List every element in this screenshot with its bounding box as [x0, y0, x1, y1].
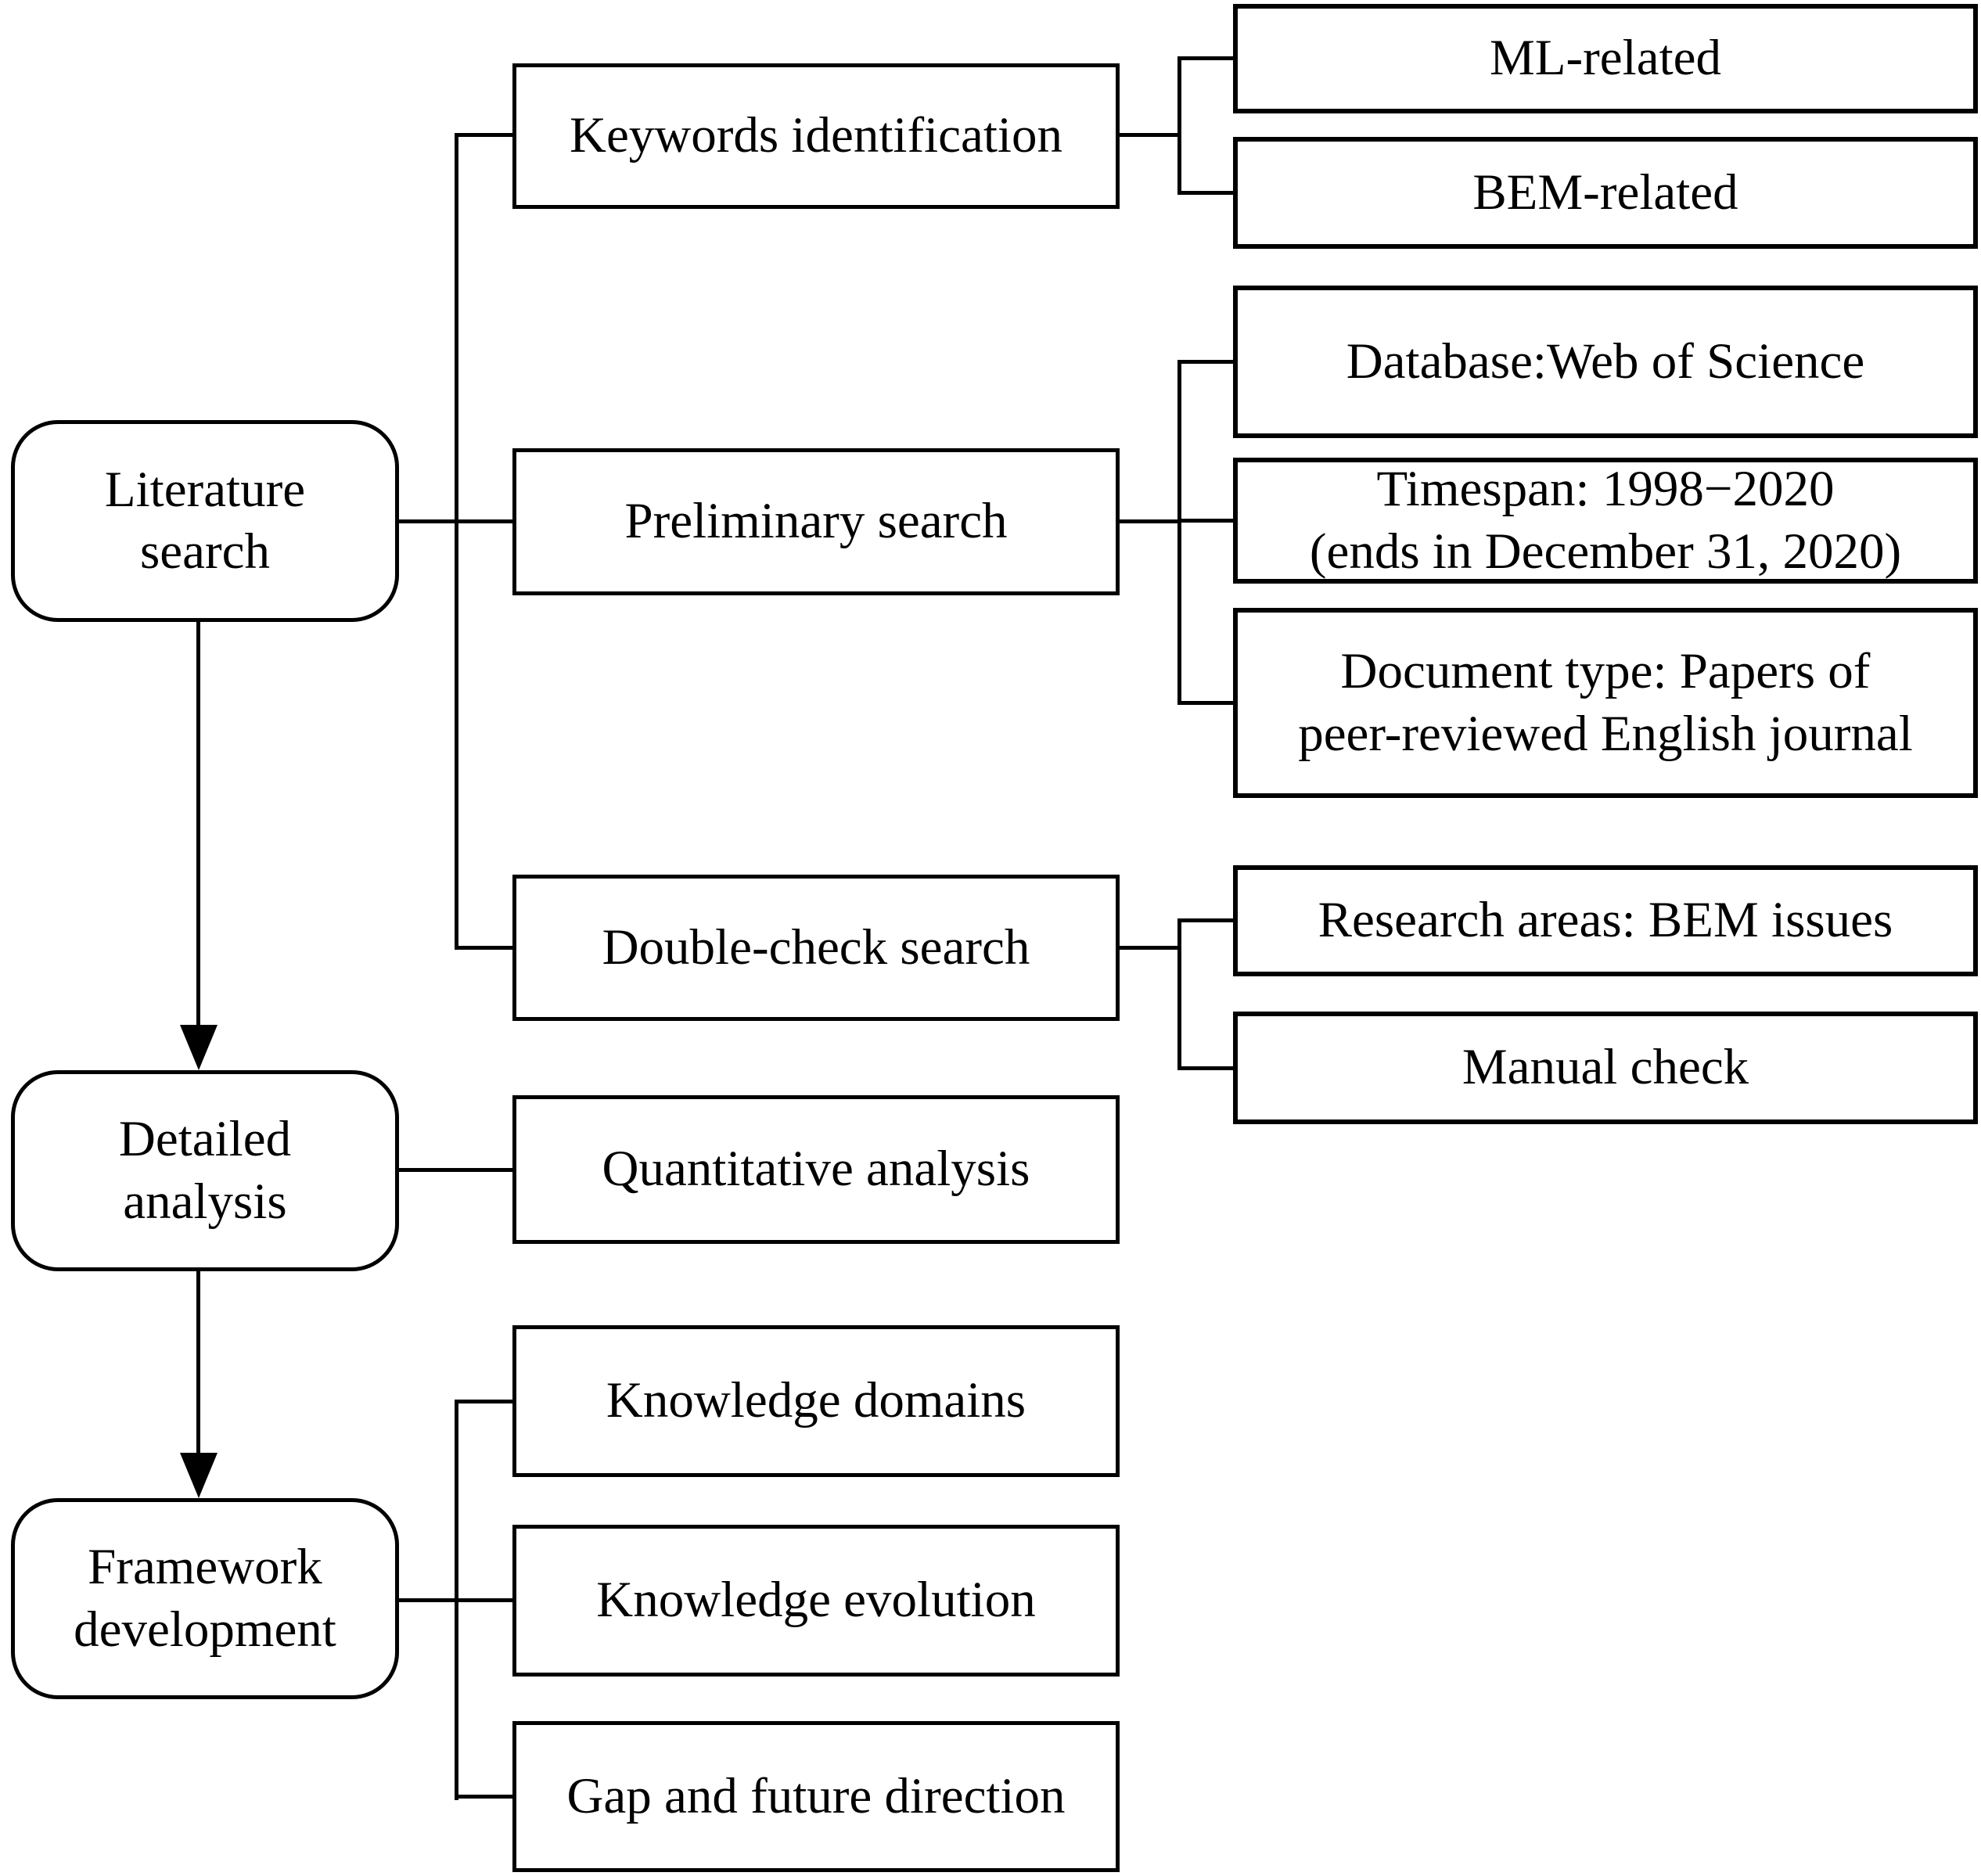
node-keywords-identification-label: Keywords identification [570, 107, 1062, 164]
node-preliminary-search: Preliminary search [512, 448, 1120, 595]
node-timespan-label: Timespan: 1998−2020 (ends in December 31… [1309, 461, 1902, 580]
node-gap-and-future-direction-label: Gap and future direction [566, 1767, 1066, 1824]
connector-bracket-to-manual-check [1177, 1066, 1233, 1070]
node-bem-related: BEM-related [1233, 137, 1978, 249]
node-ml-related-label: ML-related [1490, 30, 1721, 87]
arrow-down-icon [180, 1025, 218, 1070]
node-ml-related: ML-related [1233, 4, 1978, 113]
node-bem-related-label: BEM-related [1472, 164, 1738, 221]
node-literature-search-label: Literature search [104, 461, 306, 580]
connector-bracket-to-knowledge-domains [455, 1400, 512, 1403]
node-research-areas-label: Research areas: BEM issues [1318, 892, 1893, 949]
node-double-check-search-label: Double-check search [602, 918, 1030, 976]
connector-preliminary-to-bracket [1120, 519, 1180, 523]
node-manual-check: Manual check [1233, 1012, 1978, 1124]
arrow-literature-to-detailed-line [196, 622, 200, 1033]
node-detailed-analysis-label: Detailed analysis [118, 1111, 292, 1230]
node-database-web-of-science-label: Database:Web of Science [1346, 332, 1865, 390]
node-quantitative-analysis-label: Quantitative analysis [602, 1141, 1030, 1198]
connector-bracket-to-timespan [1177, 519, 1233, 523]
bracket-double-check-children [1177, 918, 1181, 1070]
node-knowledge-evolution: Knowledge evolution [512, 1525, 1120, 1677]
node-knowledge-domains-label: Knowledge domains [606, 1372, 1026, 1429]
node-double-check-search: Double-check search [512, 875, 1120, 1021]
bracket-framework-children [455, 1400, 458, 1800]
connector-bracket-to-research-areas [1177, 918, 1233, 922]
node-detailed-analysis: Detailed analysis [11, 1070, 399, 1271]
node-preliminary-search-label: Preliminary search [624, 493, 1008, 550]
node-document-type: Document type: Papers of peer-reviewed E… [1233, 608, 1978, 798]
node-timespan: Timespan: 1998−2020 (ends in December 31… [1233, 458, 1978, 584]
connector-detailed-to-quantitative [399, 1168, 512, 1172]
connector-bracket-to-bem-related [1177, 191, 1233, 195]
node-keywords-identification: Keywords identification [512, 63, 1120, 209]
bracket-middle-column [455, 133, 458, 950]
connector-bracket-to-ml-related [1177, 56, 1233, 60]
node-knowledge-evolution-label: Knowledge evolution [596, 1572, 1036, 1629]
node-database-web-of-science: Database:Web of Science [1233, 286, 1978, 438]
connector-bracket-to-keywords [455, 133, 512, 137]
node-knowledge-domains: Knowledge domains [512, 1325, 1120, 1477]
node-framework-development: Framework development [11, 1498, 399, 1699]
arrow-detailed-to-framework-line [196, 1271, 200, 1455]
bracket-keywords-children [1177, 56, 1181, 195]
node-research-areas: Research areas: BEM issues [1233, 865, 1978, 976]
node-gap-and-future-direction: Gap and future direction [512, 1721, 1120, 1872]
node-document-type-label: Document type: Papers of peer-reviewed E… [1298, 643, 1913, 762]
bracket-preliminary-children [1177, 360, 1181, 705]
node-literature-search: Literature search [11, 420, 399, 622]
node-quantitative-analysis: Quantitative analysis [512, 1095, 1120, 1244]
connector-bracket-to-document-type [1177, 701, 1233, 705]
arrow-down-icon [180, 1453, 218, 1498]
node-manual-check-label: Manual check [1461, 1039, 1749, 1096]
node-framework-development-label: Framework development [74, 1539, 336, 1658]
connector-bracket-to-gap [455, 1795, 512, 1799]
connector-double-check-to-bracket [1120, 946, 1180, 950]
connector-bracket-to-database [1177, 360, 1233, 364]
connector-bracket-to-double-check [455, 946, 512, 950]
connector-keywords-to-bracket [1120, 133, 1180, 137]
